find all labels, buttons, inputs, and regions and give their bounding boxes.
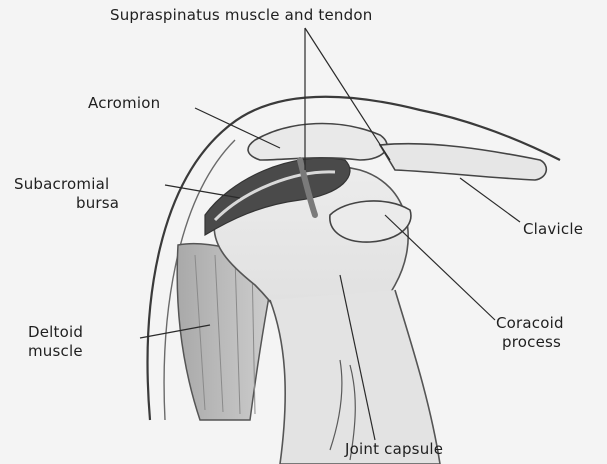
- label-acromion: Acromion: [88, 94, 160, 113]
- label-deltoid-muscle: Deltoid muscle: [28, 323, 83, 361]
- label-joint-capsule: Joint capsule: [345, 440, 443, 459]
- label-deltoid-line2: muscle: [28, 342, 83, 361]
- label-supraspinatus: Supraspinatus muscle and tendon: [110, 6, 372, 25]
- label-coracoid-line2: process: [496, 333, 564, 352]
- label-coracoid-process: Coracoid process: [496, 314, 564, 352]
- label-subacromial-line2: bursa: [14, 194, 119, 213]
- label-deltoid-line1: Deltoid: [28, 323, 83, 342]
- label-subacromial-line1: Subacromial: [14, 175, 119, 194]
- label-subacromial-bursa: Subacromial bursa: [14, 175, 119, 213]
- label-coracoid-line1: Coracoid: [496, 314, 564, 333]
- label-clavicle: Clavicle: [523, 220, 583, 239]
